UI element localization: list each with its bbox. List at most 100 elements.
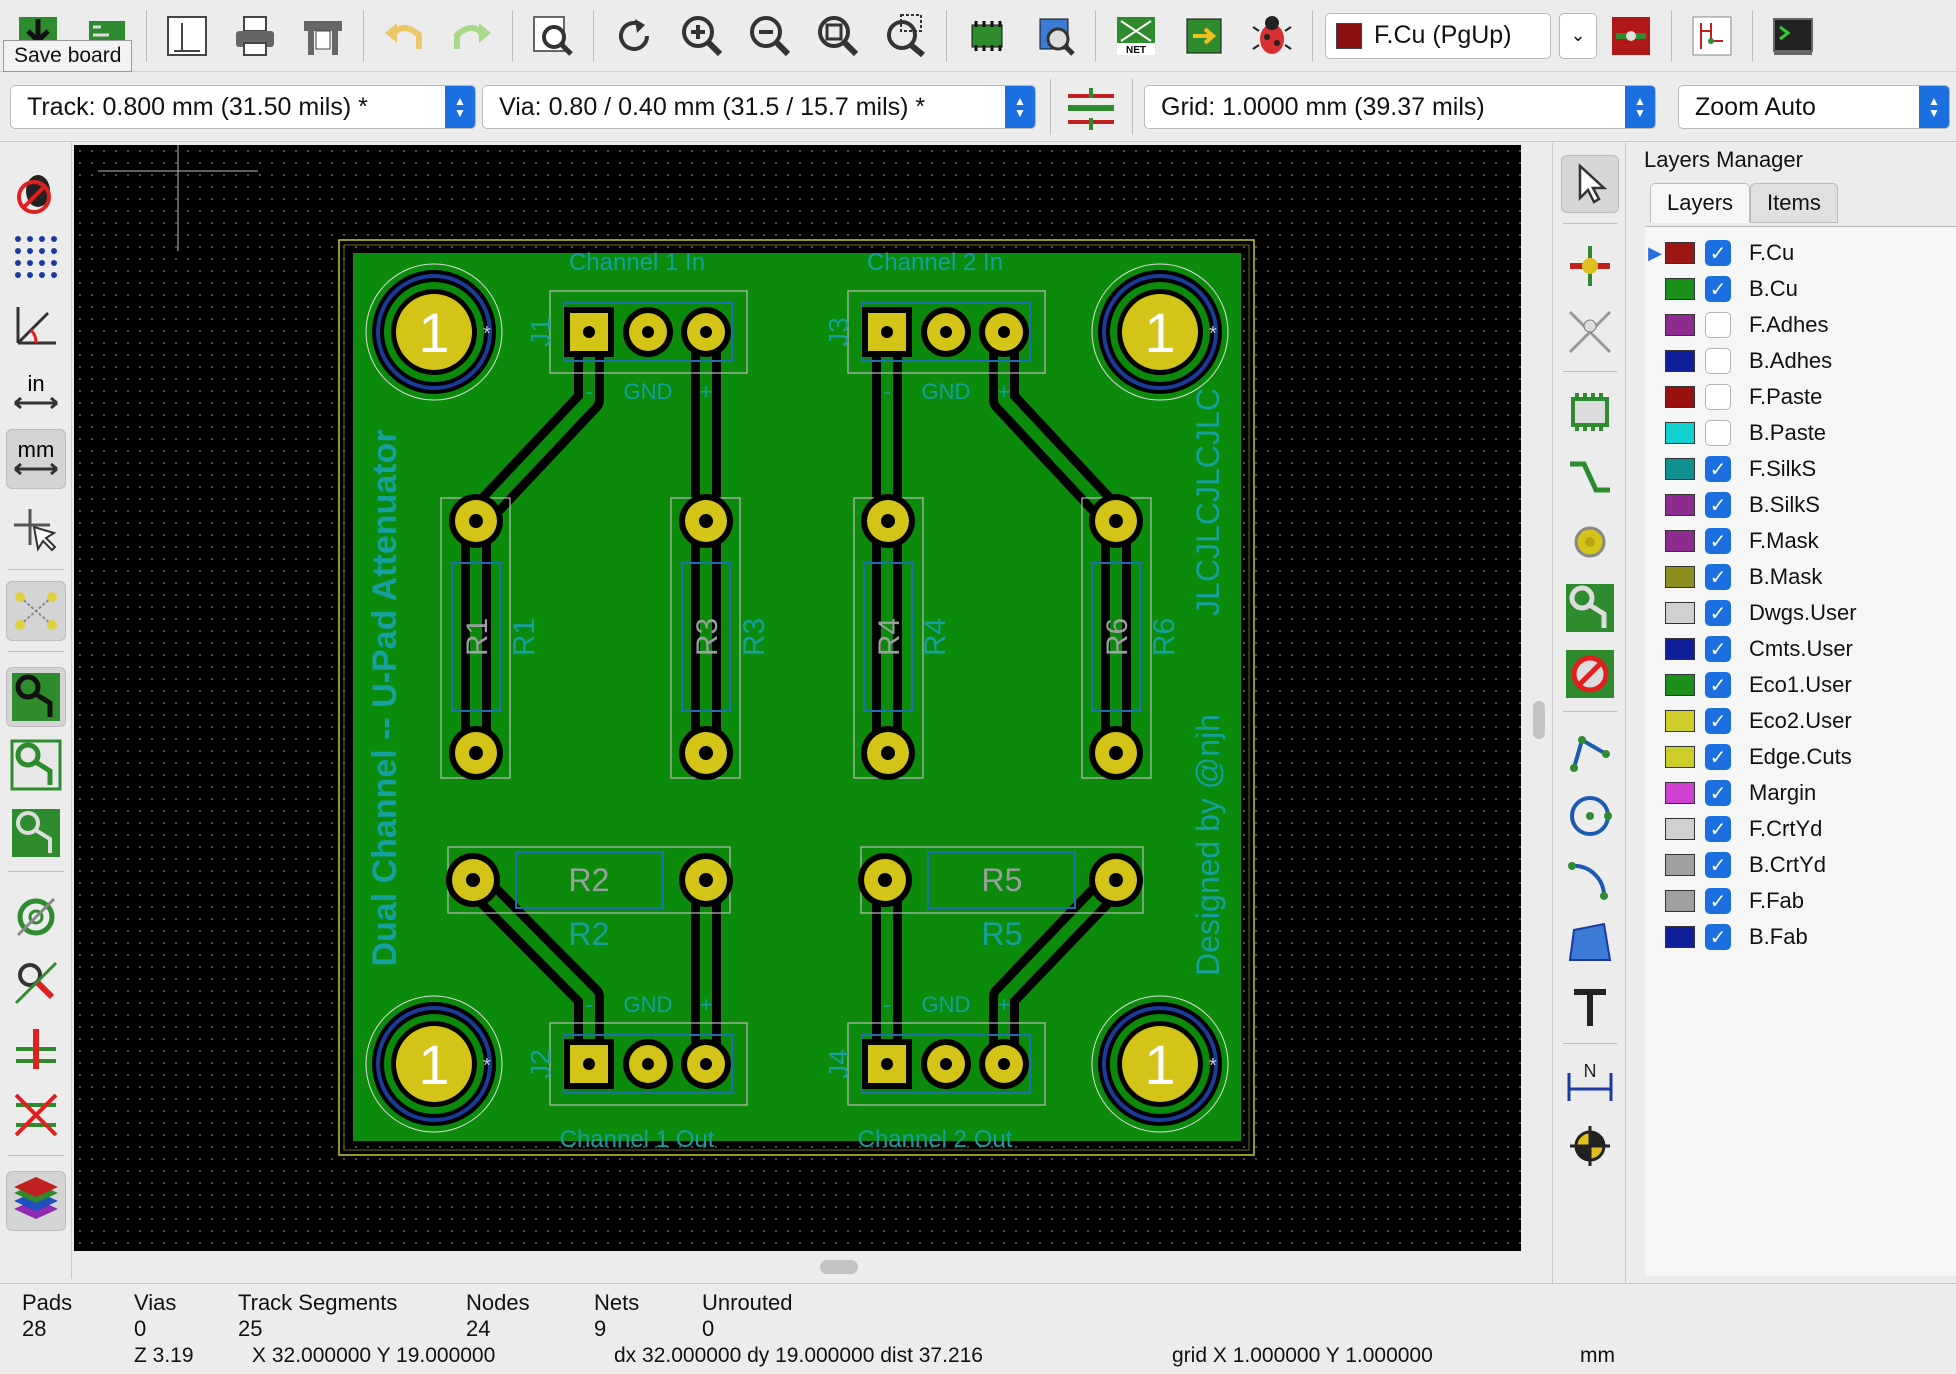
zoom-in-button[interactable] [673, 7, 731, 65]
layer-visibility-checkbox[interactable] [1705, 312, 1731, 338]
layer-visibility-checkbox[interactable]: ✓ [1705, 600, 1731, 626]
add-line-button[interactable] [1561, 723, 1619, 781]
microwave-tools-button[interactable] [6, 1085, 66, 1145]
layer-visibility-checkbox[interactable] [1705, 384, 1731, 410]
find-button[interactable] [524, 7, 582, 65]
add-footprint-button[interactable] [1561, 383, 1619, 441]
vertical-scrollbar[interactable] [1524, 145, 1552, 1251]
layer-visibility-checkbox[interactable]: ✓ [1705, 780, 1731, 806]
via-size-select[interactable]: Via: 0.80 / 0.40 mm (31.5 / 15.7 mils) *… [482, 85, 1036, 129]
layer-visibility-checkbox[interactable]: ✓ [1705, 744, 1731, 770]
plot-button[interactable] [294, 7, 352, 65]
footprint-browser-button[interactable] [1026, 7, 1084, 65]
layer-color-swatch[interactable] [1665, 278, 1695, 300]
layer-visibility-checkbox[interactable]: ✓ [1705, 240, 1731, 266]
auto-track-width-button[interactable] [1060, 81, 1122, 137]
footprint-editor-button[interactable] [958, 7, 1016, 65]
layer-color-swatch[interactable] [1665, 854, 1695, 876]
layer-row-f-silks[interactable]: ✓F.SilkS [1645, 451, 1945, 487]
ratsnest-toggle-button[interactable] [6, 581, 66, 641]
zone-sketch-button[interactable] [6, 803, 66, 863]
layer-color-swatch[interactable] [1665, 314, 1695, 336]
layer-visibility-checkbox[interactable]: ✓ [1705, 852, 1731, 878]
undo-button[interactable] [375, 7, 433, 65]
highlight-net-button[interactable] [1561, 237, 1619, 295]
layer-color-swatch[interactable] [1665, 350, 1695, 372]
zone-fill-button[interactable] [6, 667, 66, 727]
zoom-out-button[interactable] [741, 7, 799, 65]
layer-row-b-adhes[interactable]: B.Adhes [1645, 343, 1945, 379]
redraw-button[interactable] [605, 7, 663, 65]
layer-color-swatch[interactable] [1665, 890, 1695, 912]
layer-row-cmts-user[interactable]: ✓Cmts.User [1645, 631, 1945, 667]
layer-color-swatch[interactable] [1665, 422, 1695, 444]
layer-visibility-checkbox[interactable]: ✓ [1705, 636, 1731, 662]
layer-color-swatch[interactable] [1665, 494, 1695, 516]
high-contrast-button[interactable] [6, 1019, 66, 1079]
layer-visibility-checkbox[interactable]: ✓ [1705, 924, 1731, 950]
layer-color-swatch[interactable] [1665, 242, 1695, 264]
full-cursor-button[interactable] [6, 499, 66, 559]
layer-visibility-checkbox[interactable]: ✓ [1705, 492, 1731, 518]
layer-color-swatch[interactable] [1665, 602, 1695, 624]
layer-row-f-fab[interactable]: ✓F.Fab [1645, 883, 1945, 919]
layer-visibility-checkbox[interactable]: ✓ [1705, 888, 1731, 914]
add-via-button[interactable] [1561, 513, 1619, 571]
layer-row-f-adhes[interactable]: F.Adhes [1645, 307, 1945, 343]
layer-row-eco1-user[interactable]: ✓Eco1.User [1645, 667, 1945, 703]
active-layer-select[interactable]: F.Cu (PgUp) [1325, 12, 1551, 59]
layer-visibility-checkbox[interactable] [1705, 420, 1731, 446]
drc-off-button[interactable] [6, 161, 66, 221]
local-ratsnest-button[interactable] [1561, 303, 1619, 361]
add-arc-button[interactable] [1561, 851, 1619, 909]
units-inch-button[interactable]: in [6, 363, 66, 423]
layer-row-b-fab[interactable]: ✓B.Fab [1645, 919, 1945, 955]
layer-row-b-crtyd[interactable]: ✓B.CrtYd [1645, 847, 1945, 883]
pcb-canvas[interactable]: 1 * 1 * 1 * [74, 145, 1521, 1251]
layer-row-dwgs-user[interactable]: ✓Dwgs.User [1645, 595, 1945, 631]
layer-row-f-mask[interactable]: ✓F.Mask [1645, 523, 1945, 559]
select-tool-button[interactable] [1561, 155, 1619, 213]
page-settings-button[interactable] [158, 7, 216, 65]
layer-visibility-checkbox[interactable]: ✓ [1705, 816, 1731, 842]
layer-color-swatch[interactable] [1665, 674, 1695, 696]
layer-row-b-paste[interactable]: B.Paste [1645, 415, 1945, 451]
zone-outline-button[interactable] [6, 735, 66, 795]
schematic-button[interactable] [1683, 7, 1741, 65]
route-track-button[interactable] [1561, 449, 1619, 507]
horizontal-scrollbar[interactable] [74, 1251, 1521, 1279]
layer-visibility-checkbox[interactable]: ✓ [1705, 276, 1731, 302]
layer-row-f-cu[interactable]: ▶✓F.Cu [1645, 235, 1945, 271]
add-circle-button[interactable] [1561, 787, 1619, 845]
layer-color-swatch[interactable] [1665, 530, 1695, 552]
add-keepout-button[interactable] [1561, 645, 1619, 703]
layer-color-swatch[interactable] [1665, 782, 1695, 804]
add-zone-button[interactable] [1561, 579, 1619, 637]
layer-row-b-cu[interactable]: ✓B.Cu [1645, 271, 1945, 307]
update-pcb-button[interactable] [1175, 7, 1233, 65]
zoom-fit-button[interactable] [809, 7, 867, 65]
units-mm-button[interactable]: mm [6, 429, 66, 489]
place-origin-button[interactable] [1561, 1117, 1619, 1175]
layer-visibility-checkbox[interactable]: ✓ [1705, 456, 1731, 482]
add-text-button[interactable] [1561, 979, 1619, 1037]
layer-visibility-checkbox[interactable]: ✓ [1705, 708, 1731, 734]
layer-row-edge-cuts[interactable]: ✓Edge.Cuts [1645, 739, 1945, 775]
layer-row-f-paste[interactable]: F.Paste [1645, 379, 1945, 415]
scripting-console-button[interactable] [1764, 7, 1822, 65]
layer-color-swatch[interactable] [1665, 818, 1695, 840]
layer-color-swatch[interactable] [1665, 710, 1695, 732]
layer-visibility-checkbox[interactable]: ✓ [1705, 528, 1731, 554]
track-sketch-button[interactable] [6, 953, 66, 1013]
layer-row-b-silks[interactable]: ✓B.SilkS [1645, 487, 1945, 523]
grid-select[interactable]: Grid: 1.0000 mm (39.37 mils) ▲▼ [1144, 85, 1656, 129]
zoom-select[interactable]: Zoom Auto ▲▼ [1678, 85, 1950, 129]
track-width-select[interactable]: Track: 0.800 mm (31.50 mils) * ▲▼ [10, 85, 476, 129]
layer-color-swatch[interactable] [1665, 386, 1695, 408]
layer-row-eco2-user[interactable]: ✓Eco2.User [1645, 703, 1945, 739]
drc-button[interactable] [1243, 7, 1301, 65]
layer-color-swatch[interactable] [1665, 926, 1695, 948]
add-polygon-button[interactable] [1561, 915, 1619, 973]
tab-layers[interactable]: Layers [1650, 183, 1751, 223]
layer-visibility-checkbox[interactable] [1705, 348, 1731, 374]
